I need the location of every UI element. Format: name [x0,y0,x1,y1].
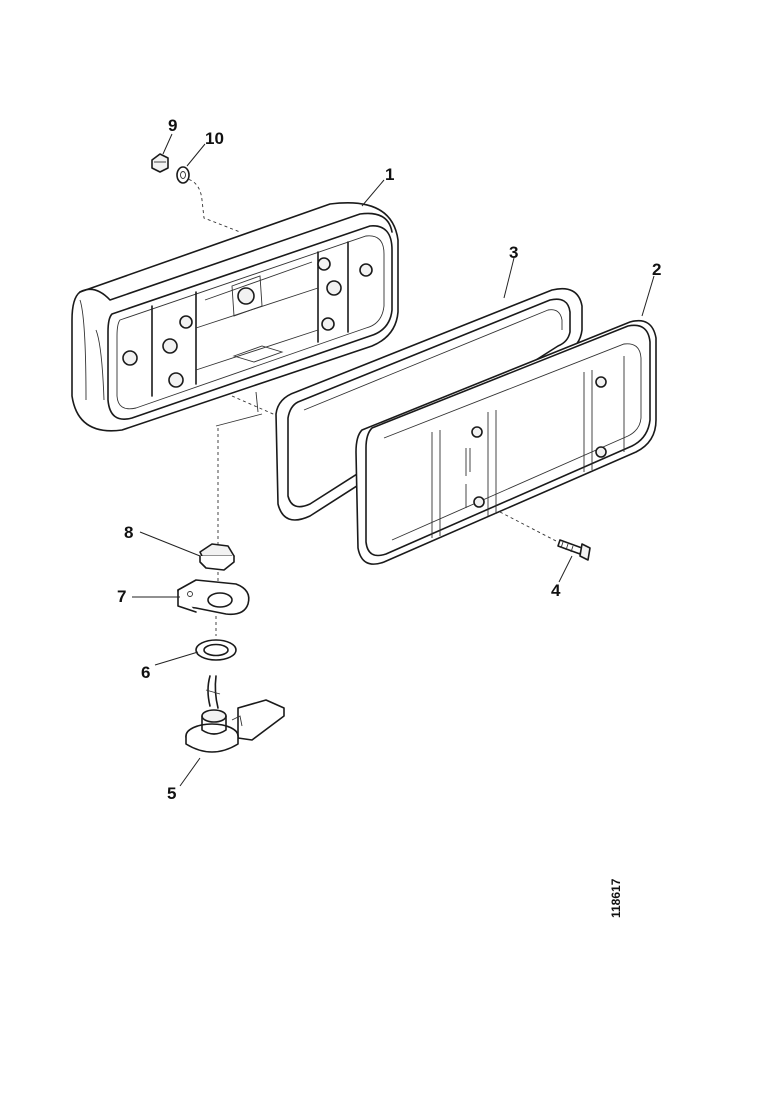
callout-3: 3 [509,243,518,262]
callout-9: 9 [168,116,177,135]
callout-6: 6 [141,663,150,682]
lamp-holder-part [185,675,285,753]
callout-2: 2 [652,260,661,279]
washer-part-10 [176,166,190,184]
nut-part-9 [151,153,169,173]
nut-part-8 [199,543,235,571]
dashed-guide-line [182,177,241,233]
callout-1: 1 [385,165,394,184]
callout-5: 5 [167,784,176,803]
lamp-housing-part [71,202,399,432]
sealing-ring-part [195,616,237,661]
lens-part [355,319,657,565]
bracket-part [177,572,250,616]
callout-4: 4 [551,581,561,600]
drawing-reference-number: 118617 [609,878,623,918]
screw-part [499,511,591,561]
callout-8: 8 [124,523,133,542]
leader-lines [132,133,655,787]
callout-10: 10 [205,129,224,148]
callout-7: 7 [117,587,126,606]
